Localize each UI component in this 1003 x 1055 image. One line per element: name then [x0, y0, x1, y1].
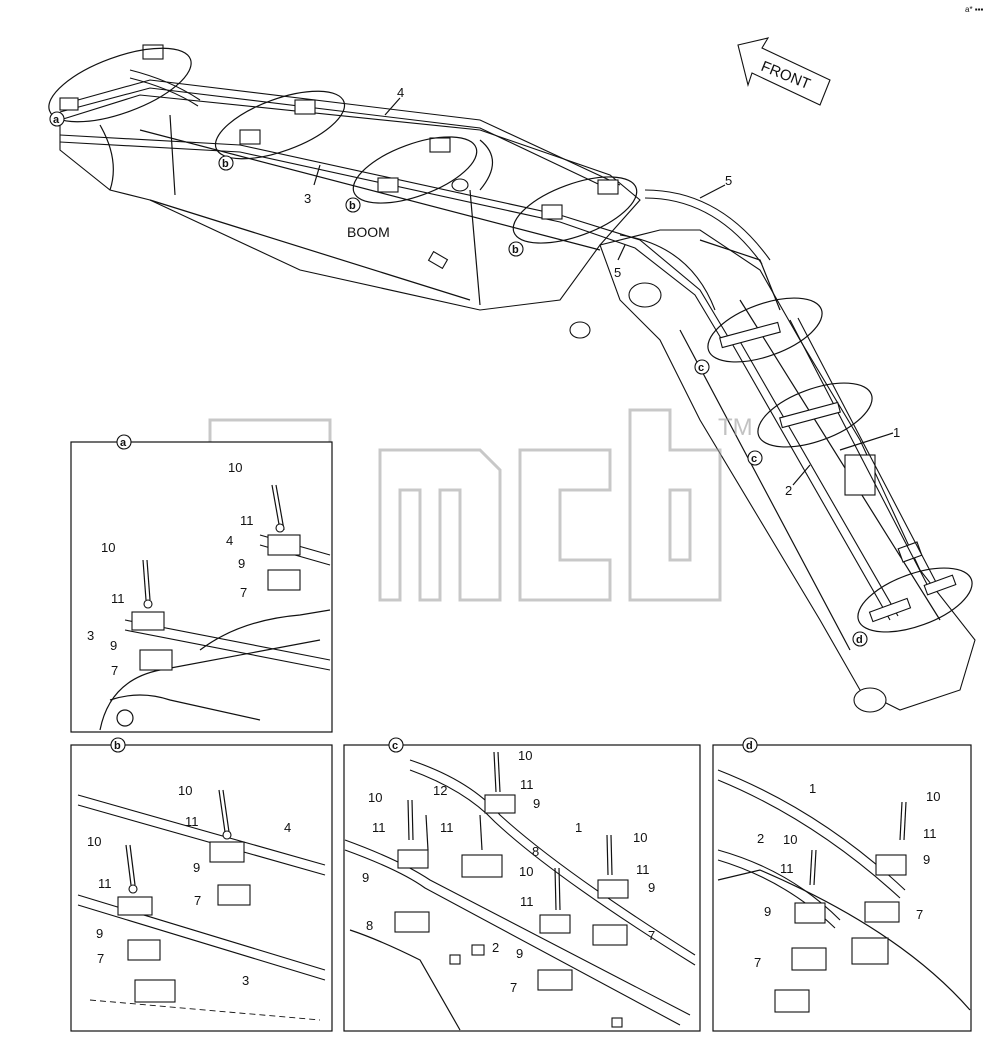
panel-c-label-7b: 7 [648, 928, 655, 943]
panel-b-label-9b: 9 [96, 926, 103, 941]
panel-d-frame [712, 744, 972, 1032]
watermark-tm: TM [718, 414, 753, 441]
panel-c-marker: c [392, 740, 398, 752]
panel-d-label-10b: 10 [783, 832, 797, 847]
panel-b: b 10 11 4 9 7 10 11 9 7 3 [70, 737, 333, 1032]
boom-assembly [48, 44, 976, 713]
panel-b-frame [70, 744, 333, 1032]
panel-a-marker: a [120, 437, 127, 449]
panel-a-label-9a: 9 [238, 556, 245, 571]
callout-3: 3 [304, 191, 311, 206]
panel-b-label-7a: 7 [194, 893, 201, 908]
marker-c-main-2: c [751, 453, 757, 465]
marker-c-main-1: c [698, 362, 704, 374]
corner-mark: a* ▪▪▪ [965, 5, 983, 14]
pipe-2 [729, 339, 891, 621]
panel-d-label-7a: 7 [916, 907, 923, 922]
panel-a-label-3: 3 [87, 628, 94, 643]
panel-c-label-11b: 11 [372, 820, 386, 835]
panel-c: c 10 11 9 10 12 11 11 8 1 [343, 737, 701, 1032]
panel-a-label-11a: 11 [240, 513, 254, 528]
hose-5 [644, 189, 771, 261]
panel-b-label-7b: 7 [97, 951, 104, 966]
panel-c-label-8a: 8 [532, 844, 539, 859]
panel-c-label-9d: 9 [648, 880, 655, 895]
panel-d-label-11b: 11 [780, 861, 794, 876]
marker-b-main-1: b [222, 158, 229, 170]
panel-d-label-9a: 9 [923, 852, 930, 867]
callout-4: 4 [397, 85, 404, 100]
panel-a-label-7b: 7 [111, 663, 118, 678]
marker-b-main-3: b [512, 244, 519, 256]
panel-c-label-9c: 9 [516, 946, 523, 961]
panel-c-label-9a: 9 [533, 796, 540, 811]
panel-c-label-9b: 9 [362, 870, 369, 885]
panel-b-marker: b [114, 740, 121, 752]
detail-zone-a [48, 47, 192, 123]
panel-d-label-9b: 9 [764, 904, 771, 919]
panel-b-label-11a: 11 [185, 814, 199, 829]
panel-b-label-10b: 10 [87, 834, 101, 849]
panel-c-frame [343, 744, 701, 1032]
panel-c-label-11d: 11 [520, 894, 534, 909]
panel-c-label-10a: 10 [518, 748, 532, 763]
panel-c-label-11a: 11 [520, 777, 534, 792]
marker-d-main: d [856, 634, 863, 646]
panel-a-label-10a: 10 [228, 460, 242, 475]
panel-c-label-8b: 8 [366, 918, 373, 933]
panel-c-label-7a: 7 [510, 980, 517, 995]
callout-5a: 5 [725, 173, 732, 188]
panel-a-label-4: 4 [226, 533, 233, 548]
callout-2: 2 [785, 483, 792, 498]
detail-zone-b3 [512, 176, 638, 244]
detail-zone-b1 [214, 90, 346, 160]
panel-c-label-10d: 10 [633, 830, 647, 845]
detail-zone-b2 [352, 136, 478, 204]
panel-d-label-10a: 10 [926, 789, 940, 804]
panel-d-marker: d [746, 740, 753, 752]
detail-zone-d [857, 567, 973, 633]
panel-c-label-1: 1 [575, 820, 582, 835]
panel-c-label-11c: 11 [440, 820, 454, 835]
panel-d-label-7b: 7 [754, 955, 761, 970]
panel-b-label-3: 3 [242, 973, 249, 988]
panel-a-label-11b: 11 [111, 591, 125, 606]
panel-a-label-9b: 9 [110, 638, 117, 653]
panel-c-label-10b: 10 [368, 790, 382, 805]
arm-tip-pin [853, 687, 887, 713]
panel-a-label-7a: 7 [240, 585, 247, 600]
panel-d-label-2: 2 [757, 831, 764, 846]
panel-c-label-11e: 11 [636, 862, 650, 877]
boom-pin [569, 321, 591, 339]
panel-c-label-2: 2 [492, 940, 499, 955]
marker-b-main-2: b [349, 200, 356, 212]
panel-c-label-12: 12 [433, 783, 447, 798]
panel-b-label-10a: 10 [178, 783, 192, 798]
boom-label: BOOM [347, 224, 390, 240]
panel-b-label-4: 4 [284, 820, 291, 835]
panel-b-label-9a: 9 [193, 860, 200, 875]
panel-d-label-11a: 11 [923, 826, 937, 841]
panel-a: a 10 11 4 9 7 10 11 3 9 7 [70, 434, 333, 733]
arm-body [599, 229, 976, 711]
panel-a-label-10b: 10 [101, 540, 115, 555]
panel-b-label-11b: 11 [98, 876, 112, 891]
panel-d: d 1 10 11 9 2 10 11 9 7 7 [712, 737, 972, 1032]
front-arrow: FRONT [737, 37, 831, 106]
panel-d-label-1: 1 [809, 781, 816, 796]
marker-a-main: a [53, 114, 60, 126]
callout-1: 1 [893, 425, 900, 440]
pipe-1 [789, 319, 931, 591]
callout-5b: 5 [614, 265, 621, 280]
panel-c-label-10c: 10 [519, 864, 533, 879]
main-callouts: 4 3 5 5 1 2 a b b b c c d [49, 85, 900, 647]
detail-zone-c2 [757, 382, 873, 448]
boom-arm-pin [628, 282, 662, 308]
detail-zone-c1 [707, 297, 823, 363]
